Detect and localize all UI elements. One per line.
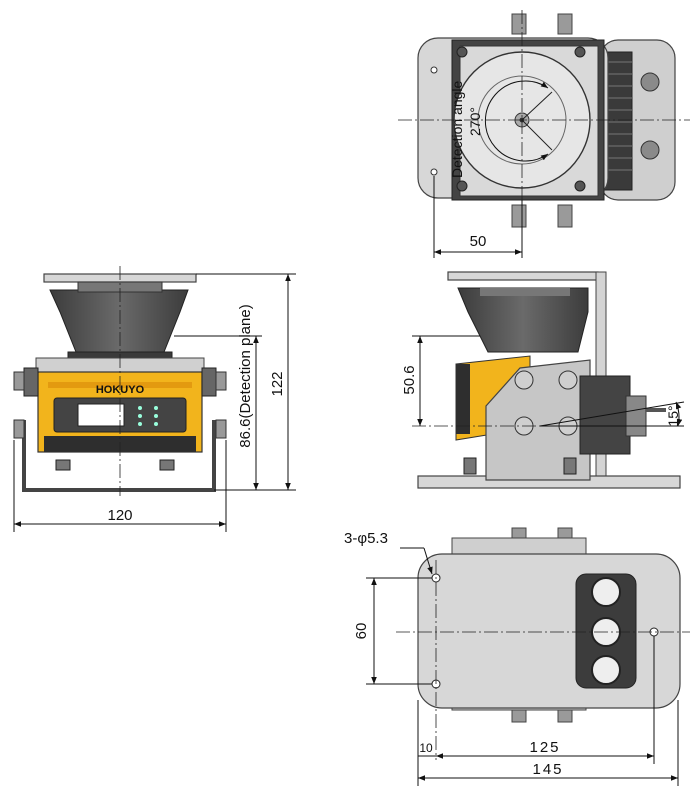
dim-bottom-60: 60 <box>353 623 370 640</box>
bottom-view: 3-φ5.3 60 10 125 145 <box>344 527 690 786</box>
dim-front-detection-plane: 86.6(Detection plane) <box>237 304 254 447</box>
top-view: Detection angle 270° 50 <box>398 10 690 258</box>
dim-bottom-10: 10 <box>419 741 433 755</box>
dim-front-122: 122 <box>269 371 286 396</box>
dim-front-120: 120 <box>107 507 132 524</box>
detection-angle-value: 270° <box>467 107 483 136</box>
dim-top-50: 50 <box>470 233 487 250</box>
detection-angle-label: Detection angle <box>449 80 465 178</box>
dim-bottom-125: 125 <box>529 739 560 756</box>
hole-spec-label: 3-φ5.3 <box>344 530 388 547</box>
side-view: 50.6 15° <box>401 271 685 489</box>
front-view: HOKUYO 120 122 86.6(Detection plane) <box>13 266 296 532</box>
dim-side-50-6: 50.6 <box>401 365 418 394</box>
dim-side-15-deg: 15° <box>665 405 681 426</box>
dim-bottom-145: 145 <box>532 761 563 778</box>
